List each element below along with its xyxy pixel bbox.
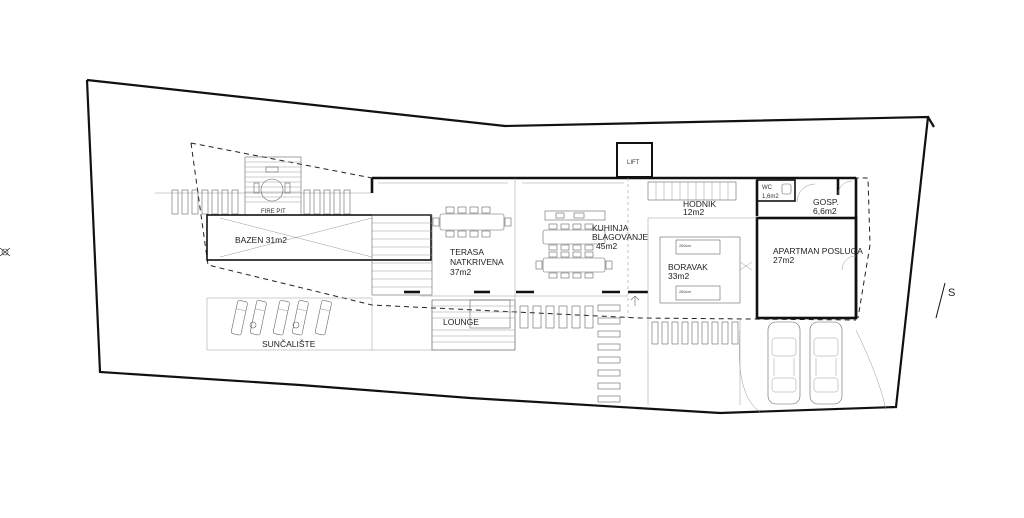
plot-boundary xyxy=(85,78,930,415)
parking-curve xyxy=(855,329,887,411)
sofa-dim-bottom: 260cm xyxy=(679,289,692,294)
suncaliste-label: SUNČALIŠTE xyxy=(262,339,316,349)
boravak-label-1: BORAVAK xyxy=(668,262,708,272)
section-marker-icon xyxy=(0,247,11,257)
terasa-label-2: NATKRIVENA xyxy=(450,257,504,267)
entry-arrow-icon xyxy=(630,295,640,306)
terasa-label-1: TERASA xyxy=(450,247,484,257)
gosp-label-2: 6,6m2 xyxy=(813,206,837,216)
gosp-label-1: GOSP. xyxy=(813,197,839,207)
sunbeds xyxy=(231,300,332,336)
boravak-label-2: 33m2 xyxy=(668,271,690,281)
apartman-label-1: APARTMAN POSLUGA xyxy=(773,246,863,256)
stepping-slabs-left xyxy=(171,189,351,215)
terasa-label-3: 37m2 xyxy=(450,267,472,277)
plot-boundary-tick xyxy=(927,116,935,128)
apartman-label-2: 27m2 xyxy=(773,255,795,265)
pool xyxy=(206,214,432,261)
wc-walls xyxy=(756,179,796,202)
north-arrow-icon xyxy=(935,282,946,319)
terrace-dining-table xyxy=(432,206,512,238)
roof-edge-right xyxy=(857,244,871,319)
stairs xyxy=(647,181,737,201)
terrace-deck xyxy=(371,214,433,296)
door-swing xyxy=(841,255,857,271)
lift-label: LIFT xyxy=(627,160,640,166)
hodnik-label-2: 12m2 xyxy=(683,207,705,217)
car xyxy=(809,321,843,405)
sofa-dim-top: 260cm xyxy=(679,243,692,248)
kitchen-dining-table-2 xyxy=(535,251,613,279)
lounge-label: LOUNGE xyxy=(443,317,479,327)
stepping-slabs-path xyxy=(519,304,739,403)
living-room-set xyxy=(659,236,753,304)
pool-cross xyxy=(219,217,373,258)
kitchen-dining-table-1 xyxy=(542,223,606,251)
kitchen-island xyxy=(544,210,606,221)
wc-toilet xyxy=(781,183,792,195)
kuhinja-label-3: 45m2 xyxy=(596,241,618,251)
door-swing xyxy=(837,180,853,196)
apartment-walls xyxy=(755,216,858,320)
wc-label-2: 1,6m2 xyxy=(762,194,779,200)
fire-pit-label: FIRE PIT xyxy=(261,209,286,215)
hodnik-label-1: HODNIK xyxy=(683,199,716,209)
parking-curve xyxy=(738,329,761,413)
kuhinja-label-2: BLAGOVANJE xyxy=(592,232,648,242)
wc-label-1: WC xyxy=(762,185,773,191)
pool-label: BAZEN 31m2 xyxy=(235,235,287,245)
north-label: S xyxy=(948,287,955,299)
fire-pit-deck xyxy=(244,156,302,216)
door-swing xyxy=(796,183,816,203)
car xyxy=(767,321,801,405)
kuhinja-label-1: KUHINJA xyxy=(592,223,629,233)
lounge-deck xyxy=(431,299,516,351)
